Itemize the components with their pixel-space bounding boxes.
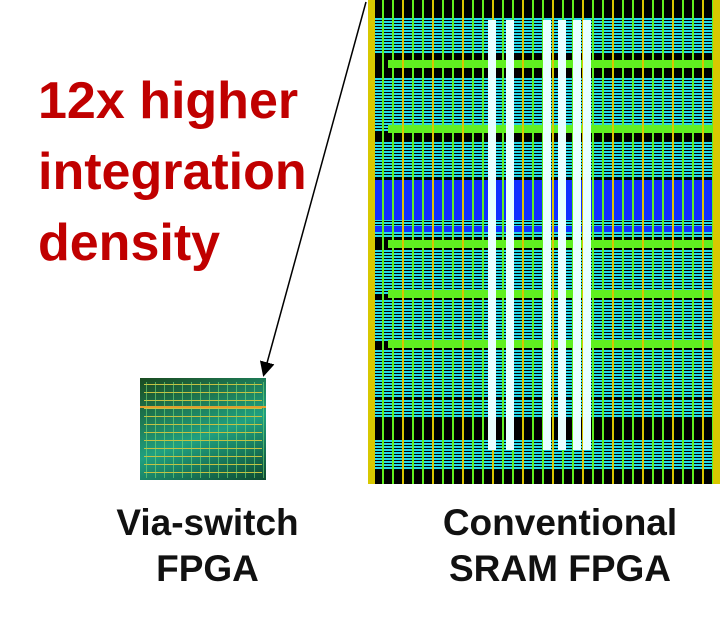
white-column [558,20,566,450]
via-column [622,0,624,484]
wire-row [144,408,262,409]
via-column [702,0,704,484]
white-column [573,20,581,450]
wire-col [218,382,219,478]
via-column [462,0,464,484]
via-column [642,0,644,484]
via-column [662,0,664,484]
headline-line-1: 12x higher [38,72,299,130]
wire-row [144,424,262,425]
via-column [592,0,594,484]
via-column [552,0,554,484]
wire-row [144,472,262,473]
via-column [532,0,534,484]
metal-band [388,60,720,68]
via-column [412,0,414,484]
wire-col [200,382,201,478]
edge-column [368,0,375,484]
wire-row [144,384,262,385]
edge-column [713,0,720,484]
white-column [583,20,591,450]
wire-col [254,382,255,478]
wire-col [182,382,183,478]
wire-col [173,382,174,478]
headline-line-3: density [38,214,221,272]
white-column [506,20,514,450]
via-column [682,0,684,484]
divider [140,406,266,408]
metal-track [368,449,720,451]
wire-col [236,382,237,478]
via-switch-fpga-layout-image [140,378,266,480]
via-column [472,0,474,484]
wire-col [146,382,147,478]
metal-track [368,455,720,457]
wire-row [144,456,262,457]
metal-track [368,464,720,466]
via-column [402,0,404,484]
wire-col [155,382,156,478]
metal-track [368,458,720,460]
wire-col [263,382,264,478]
sram-fpga-layout-image [368,0,720,484]
via-column [382,0,384,484]
via-switch-caption-line-2: FPGA [156,548,259,589]
via-column [422,0,424,484]
via-column [652,0,654,484]
conventional-caption: Conventional SRAM FPGA [420,500,700,592]
metal-band [388,240,720,248]
conventional-caption-line-2: SRAM FPGA [449,548,671,589]
via-column [672,0,674,484]
metal-band [388,340,720,348]
wire-row [144,440,262,441]
wire-col [245,382,246,478]
via-switch-caption-line-1: Via-switch [116,502,299,543]
metal-track [368,467,720,469]
white-column [543,20,551,450]
wire-col [191,382,192,478]
via-column [482,0,484,484]
wire-row [144,400,262,401]
via-column [392,0,394,484]
via-column [602,0,604,484]
via-column [452,0,454,484]
wire-row [144,392,262,393]
via-column [612,0,614,484]
white-column [488,20,496,450]
via-column [632,0,634,484]
conventional-caption-line-1: Conventional [442,502,678,543]
metal-band [388,125,720,133]
wire-row [144,464,262,465]
via-column [522,0,524,484]
wire-col [227,382,228,478]
headline-line-2: integration [38,143,307,201]
metal-track [368,18,720,20]
via-column [692,0,694,484]
via-switch-caption: Via-switch FPGA [100,500,315,592]
wire-col [209,382,210,478]
headline: 12x higher integration density [38,66,307,279]
wire-row [144,448,262,449]
metal-track [368,452,720,454]
metal-track [368,461,720,463]
via-column [432,0,434,484]
wire-row [144,432,262,433]
wire-row [144,416,262,417]
metal-band [388,290,720,298]
via-column [442,0,444,484]
via-column [502,0,504,484]
wire-col [164,382,165,478]
